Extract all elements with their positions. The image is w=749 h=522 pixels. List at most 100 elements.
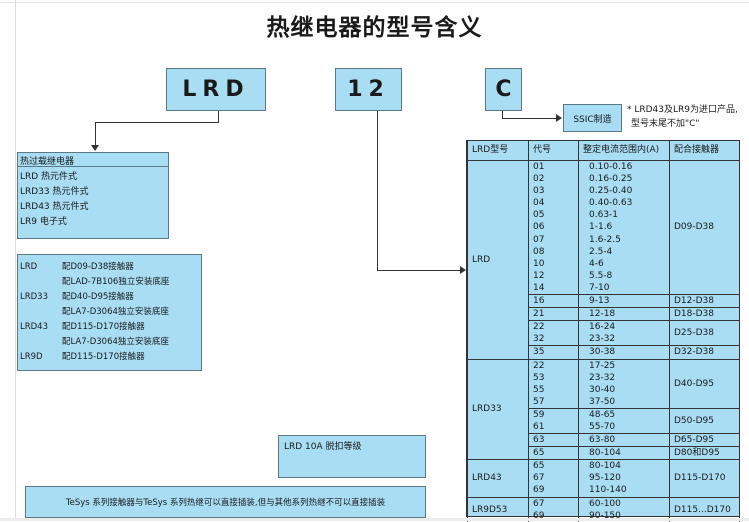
top-rule [0, 2, 749, 3]
cell-range: 17-25 [578, 358, 670, 372]
pairing-model [20, 275, 62, 290]
ssic-box: SSIC制造 [563, 104, 622, 132]
cell-code: 57 [528, 395, 579, 409]
cell-contactor: D80和D95 [669, 446, 740, 460]
cell-code: 65 [528, 459, 579, 473]
pairing-text: 配LA7-D3064独立安装底座 [62, 307, 169, 317]
cell-range: 63-80 [578, 433, 670, 447]
col-header-code: 代号 [528, 141, 579, 161]
bottom-rule [0, 518, 749, 521]
pairing-model: LRD43 [20, 322, 49, 332]
cell-code: 61 [528, 420, 579, 434]
trip-class-box: LRD 10A 脱扣等级 [278, 435, 426, 478]
pairing-model: LRD33 [20, 292, 49, 302]
col-header-contactor: 配合接触器 [669, 141, 740, 161]
left-rule [15, 0, 16, 521]
arrow-right-icon [460, 266, 470, 274]
cell-contactor: D12-D38 [669, 294, 740, 308]
cell-range: 0.40-0.63 [578, 197, 670, 210]
cell-code: 55 [528, 383, 579, 396]
pairing-model: LRD [20, 262, 38, 272]
cell-code: 22 [528, 320, 579, 334]
pairing-text: 配LAD-7B106独立安装底座 [62, 277, 170, 287]
cell-range: 30-40 [578, 383, 670, 396]
cell-code: 67 [528, 496, 579, 510]
cell-contactor: D50-D95 [669, 407, 740, 434]
cell-model: LR9D53 [467, 496, 529, 522]
cell-range: 9-13 [578, 294, 670, 308]
pairing-model [20, 335, 62, 350]
pairing-row: 配LA7-D3064独立安装底座 [18, 335, 201, 350]
cell-code: 67 [528, 472, 579, 485]
col-header-range: 整定电流范围内(A) [578, 141, 670, 161]
cell-code: 06 [528, 221, 579, 234]
pairing-model [20, 305, 62, 320]
cell-model: LRD43 [467, 459, 529, 498]
cell-code: 01 [528, 160, 579, 174]
pairing-model: LR9D [20, 352, 43, 362]
cell-code: 65 [528, 446, 579, 460]
cell-range: 95-120 [578, 472, 670, 485]
connector-line [218, 111, 219, 123]
pairing-text: 配D115-D170接触器 [62, 352, 145, 362]
cell-code: 05 [528, 209, 579, 222]
relay-type-item: LRD43 热元件式 [20, 202, 89, 212]
cell-range: 1.6-2.5 [578, 233, 670, 246]
cell-code: 59 [528, 407, 579, 421]
pairings-box: LRD 配D09-D38接触器配LAD-7B106独立安装底座 LRD33 配D40-… [17, 254, 202, 371]
cell-code: 04 [528, 197, 579, 210]
cell-range: 16-24 [578, 320, 670, 334]
relay-type-item: LRD33 热元件式 [20, 187, 89, 197]
relay-types-box: 热过载继电器 LRD 热元件式 LRD33 热元件式 LRD43 热元件式 LR… [17, 152, 169, 239]
pairing-text: 配D115-D170接触器 [62, 322, 145, 332]
ssic-note: * LRD43及LR9为进口产品, 型号末尾不加"C" [627, 103, 738, 131]
connector-line [95, 122, 219, 123]
pairing-text: 配D40-D95接触器 [62, 292, 134, 302]
cell-code: 14 [528, 281, 579, 295]
cell-range: 4-6 [578, 257, 670, 270]
pairing-row: LR9D 配D115-D170接触器 [18, 350, 201, 365]
page-title: 热继电器的型号含义 [266, 15, 483, 41]
cell-range: 110-140 [578, 484, 670, 498]
pairing-row: LRD 配D09-D38接触器 [18, 260, 201, 275]
pairing-text: 配D09-D38接触器 [62, 262, 134, 272]
cell-code: 63 [528, 433, 579, 447]
ssic-note-line2: 型号末尾不加"C" [631, 119, 700, 129]
pairing-row: LRD43 配D115-D170接触器 [18, 320, 201, 335]
pairing-text: 配LA7-D3064独立安装底座 [62, 337, 169, 347]
connector-line [502, 111, 503, 119]
cell-contactor: D115...D170 [669, 496, 740, 522]
cell-code: 08 [528, 245, 579, 258]
connector-line [377, 111, 378, 271]
cell-contactor: D40-D95 [669, 358, 740, 409]
cell-range: 1-1.6 [578, 221, 670, 234]
cell-contactor: D09-D38 [669, 159, 740, 295]
cell-contactor: D115-D170 [669, 459, 740, 498]
cell-range: 0.63-1 [578, 209, 670, 222]
relay-type-item: LR9 电子式 [20, 217, 67, 227]
ssic-note-line1: * LRD43及LR9为进口产品, [627, 105, 738, 115]
cell-range: 23-32 [578, 371, 670, 384]
cell-contactor: D32-D38 [669, 345, 740, 359]
cell-code: 32 [528, 333, 579, 346]
